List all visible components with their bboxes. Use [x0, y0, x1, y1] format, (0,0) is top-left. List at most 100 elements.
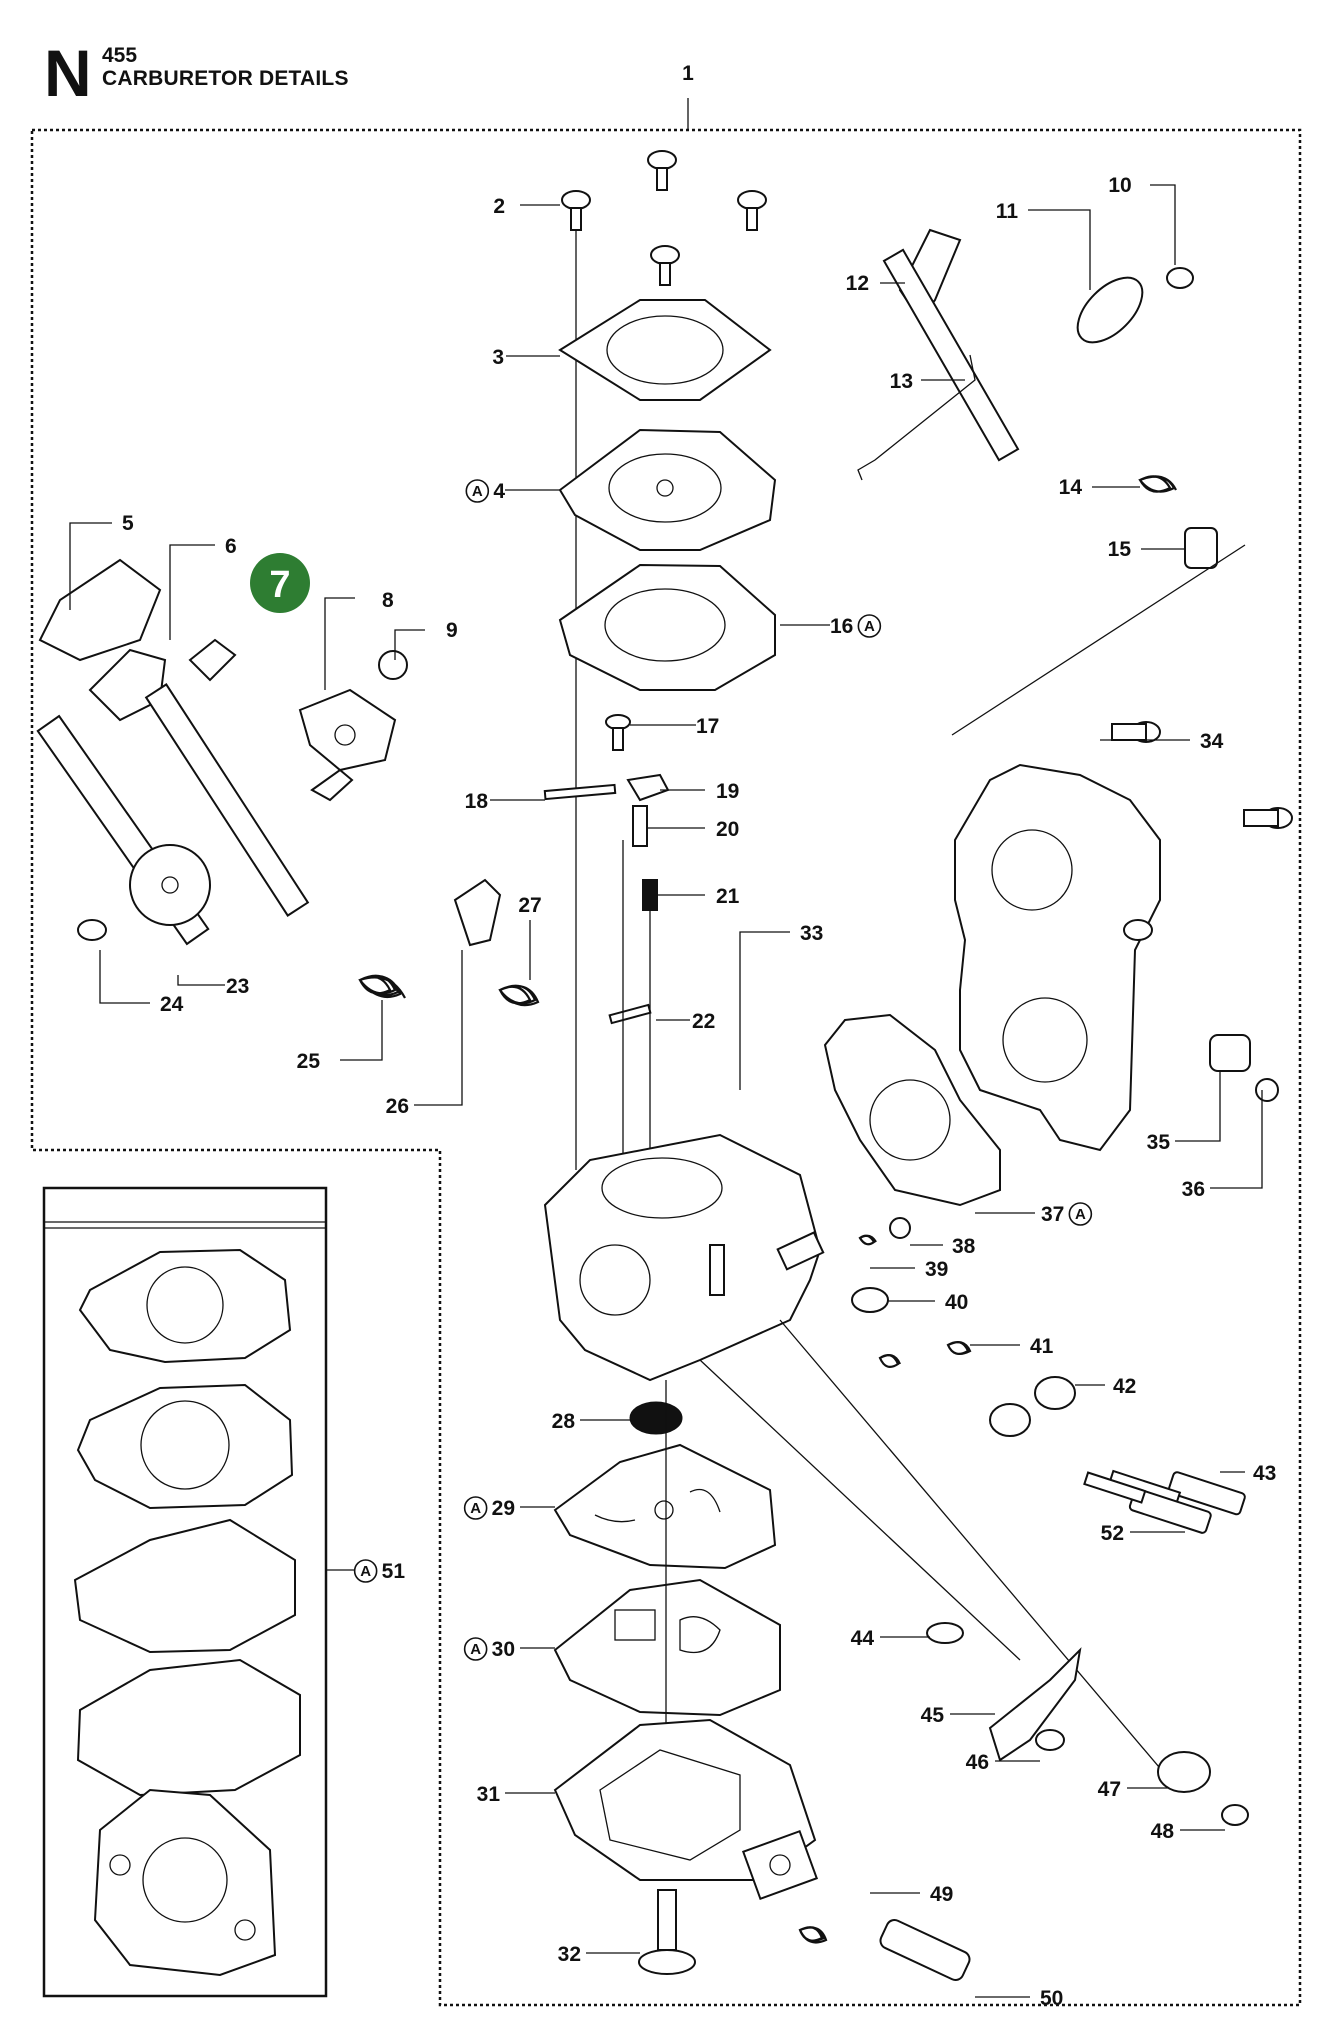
callout-49: 49: [930, 1883, 953, 1906]
kit-marker-circle: [465, 479, 490, 503]
spring-49: [798, 1926, 828, 1944]
callout-number: 50: [1040, 1987, 1063, 2010]
callout-number: 29: [492, 1497, 515, 1520]
callout-number: 2: [493, 195, 505, 218]
callout-number: 10: [1108, 174, 1131, 197]
callout-44: 44: [851, 1627, 875, 1650]
callout-31: 31: [477, 1783, 501, 1806]
callout-42: 42: [1113, 1375, 1136, 1398]
callout-number: 1: [682, 62, 694, 85]
callout-2: 2: [493, 195, 505, 218]
callout-12: 12: [846, 272, 869, 295]
callout-number: 24: [160, 993, 184, 1016]
callout-number: 31: [477, 1783, 501, 1806]
callout-28: 28: [552, 1410, 576, 1433]
callout-number: 47: [1098, 1778, 1121, 1801]
callout-50: 50: [1040, 1987, 1063, 2010]
callout-11: 11: [996, 200, 1019, 223]
callout-33: 33: [800, 922, 823, 945]
callout-number: 52: [1101, 1522, 1124, 1545]
gasket-kit-inset: [42, 1186, 328, 1998]
callout-number: 42: [1113, 1375, 1136, 1398]
callout-number: 36: [1182, 1178, 1205, 1201]
callout-number: 22: [692, 1010, 715, 1033]
callout-51: 51 A: [353, 1559, 406, 1583]
callout-40: 40: [945, 1291, 968, 1314]
diaphragm-gasket: [558, 563, 776, 691]
callout-number: 19: [716, 780, 739, 803]
section-letter: N: [44, 36, 92, 110]
callout-number: 5: [122, 512, 134, 535]
callout-number: 8: [382, 589, 394, 612]
callout-27: 27: [518, 894, 541, 917]
callout-number: 26: [386, 1095, 409, 1118]
kit-marker-label: A: [470, 1500, 481, 1517]
callout-1: 1: [682, 62, 694, 85]
callout-number: 11: [996, 200, 1019, 223]
callout-18: 18: [465, 790, 489, 813]
callout-number: 20: [716, 818, 739, 841]
callout-25: 25: [297, 1050, 321, 1073]
callout-13: 13: [890, 370, 913, 393]
callout-39: 39: [925, 1258, 948, 1281]
callout-9: 9: [446, 619, 458, 642]
callout-number: 9: [446, 619, 458, 642]
needle-assembly: [543, 714, 670, 1025]
callout-14: 14: [1059, 476, 1083, 499]
model-number: 455: [102, 44, 138, 67]
callout-number: 44: [851, 1627, 875, 1650]
callout-17: 17: [696, 715, 719, 738]
kit-marker-circle: [857, 614, 882, 638]
callout-number: 32: [558, 1943, 581, 1966]
kit-marker-circle: [1068, 1202, 1093, 1226]
intake-flange: [954, 721, 1293, 1152]
cover-screws: [561, 150, 767, 286]
callout-number: 38: [952, 1235, 976, 1258]
callout-number: 16: [830, 615, 853, 638]
callout-47: 47: [1098, 1778, 1121, 1801]
highlight-badge: 7: [250, 553, 310, 613]
callout-22: 22: [692, 1010, 715, 1033]
kit-marker-circle: [463, 1637, 488, 1661]
kit-marker-label: A: [864, 618, 875, 635]
callout-3: 3: [492, 346, 504, 369]
callout-number: 48: [1151, 1820, 1175, 1843]
callout-number: 37: [1041, 1203, 1064, 1226]
callout-19: 19: [716, 780, 739, 803]
callout-16: 16 A: [830, 614, 882, 638]
callout-number: 4: [493, 480, 505, 503]
intake-gasket: [823, 1013, 1001, 1207]
callout-number: 18: [465, 790, 489, 813]
kit-marker-label: A: [360, 1563, 371, 1580]
callout-number: 28: [552, 1410, 576, 1433]
callout-48: 48: [1151, 1820, 1175, 1843]
callout-number: 34: [1200, 730, 1224, 753]
callout-29: 29 A: [463, 1496, 515, 1520]
callout-8: 8: [382, 589, 394, 612]
badge-label: 7: [269, 564, 290, 606]
frame-outline: [30, 128, 1302, 2007]
callout-52: 52: [1101, 1522, 1124, 1545]
callout-number: 41: [1030, 1335, 1054, 1358]
callout-number: 12: [846, 272, 869, 295]
callout-number: 15: [1108, 538, 1132, 561]
callout-34: 34: [1200, 730, 1224, 753]
pump-housing: [553, 1718, 819, 1901]
pump-diaphragm: [553, 1443, 777, 1570]
needle-screws: [851, 1217, 1246, 1534]
callout-38: 38: [952, 1235, 976, 1258]
throttle-assembly: [144, 638, 540, 1007]
callout-23: 23: [226, 975, 249, 998]
callout-number: 51: [382, 1560, 406, 1583]
carburetor-body: [543, 1133, 825, 1382]
callout-number: 13: [890, 370, 913, 393]
lever-parts: [926, 1622, 1249, 1826]
main-screw: [638, 1889, 696, 1975]
callout-number: 39: [925, 1258, 948, 1281]
callout-number: 49: [930, 1883, 953, 1906]
callout-24: 24: [160, 993, 184, 1016]
callout-number: 6: [225, 535, 237, 558]
